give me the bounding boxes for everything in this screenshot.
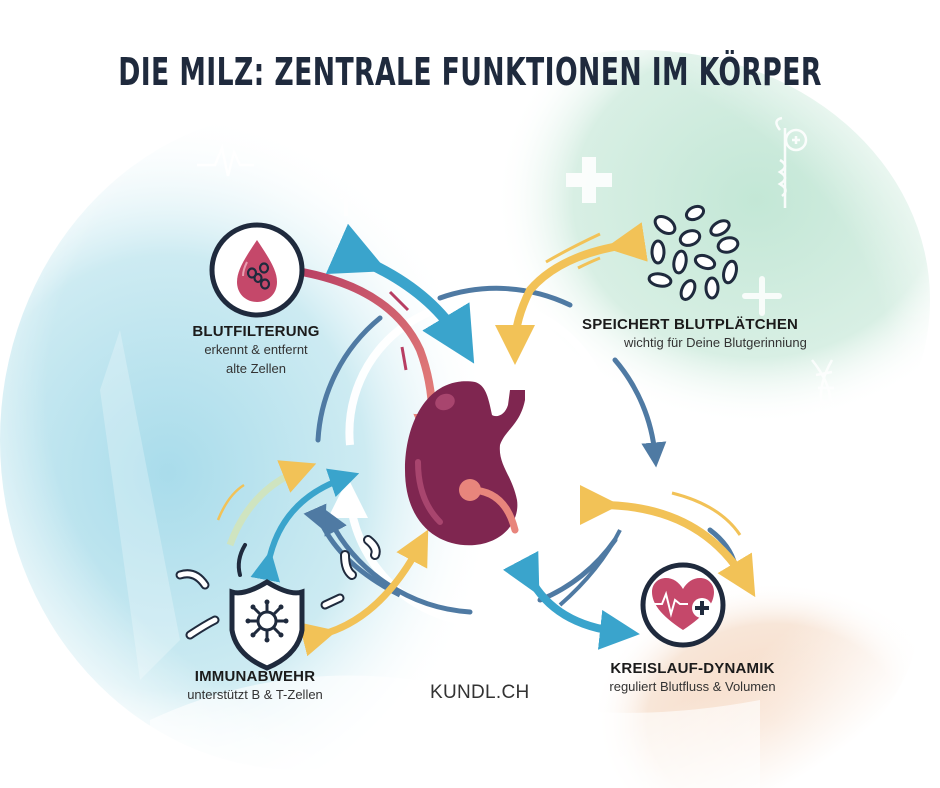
function-description: reguliert Blutfluss & Volumen	[609, 679, 776, 694]
platelet-arrows	[495, 222, 648, 365]
function-blutplaettchen: SPEICHERT BLUTPLÄTCHEN wichtig für Deine…	[582, 316, 842, 352]
function-blutfilterung: BLUTFILTERUNG erkennt & entfernt alte Ze…	[170, 323, 342, 378]
function-description: alte Zellen	[226, 361, 286, 376]
function-heading: BLUTFILTERUNG	[192, 323, 320, 340]
immune-arrows	[216, 460, 429, 657]
rod-of-asclepius-icon	[775, 116, 808, 208]
function-kreislauf: KREISLAUF-DYNAMIK reguliert Blutfluss & …	[585, 660, 800, 696]
caduceus-icon	[306, 141, 388, 216]
ecg-icon	[775, 492, 826, 523]
dna-icon	[811, 359, 843, 471]
function-immunabwehr: IMMUNABWEHR unterstützt B & T-Zellen	[160, 668, 350, 704]
flower-icon	[382, 651, 558, 745]
circulation-arrows	[502, 484, 756, 650]
sparkle-icon	[742, 276, 782, 316]
function-heading: SPEICHERT BLUTPLÄTCHEN	[582, 316, 799, 333]
function-heading: IMMUNABWEHR	[194, 668, 316, 685]
bacteria-icons	[175, 535, 381, 640]
function-description: unterstützt B & T-Zellen	[187, 687, 323, 702]
brand-label: KUNDL.CH	[430, 682, 530, 703]
ecg-icon	[197, 143, 254, 177]
cross-icon	[566, 157, 612, 203]
function-description: erkennt & entfernt	[204, 342, 308, 357]
function-heading: KREISLAUF-DYNAMIK	[610, 660, 775, 677]
page-title: DIE MILZ: ZENTRALE FUNKTIONEN IM KÖRPER	[118, 50, 822, 94]
function-description: wichtig für Deine Blutgerinniung	[624, 335, 807, 350]
